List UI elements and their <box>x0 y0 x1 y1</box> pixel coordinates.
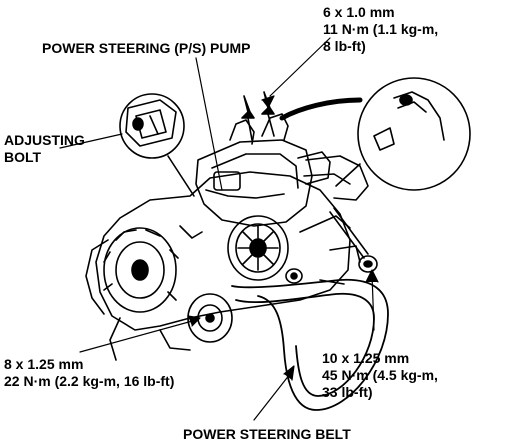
right-bolt <box>329 207 378 273</box>
pump-pulley <box>227 215 289 281</box>
lower-bolt <box>285 268 303 284</box>
inset-fitting <box>335 77 471 191</box>
label-power-steering-pump: POWER STEERING (P/S) PUMP <box>42 40 251 56</box>
inset-adjusting-bolt <box>119 93 195 197</box>
label-bolt-8mm-torque: 8 x 1.25 mm 22 N·m (2.2 kg-m, 16 lb-ft) <box>4 356 175 389</box>
label-power-steering-belt: POWER STEERING BELT <box>183 426 351 442</box>
power-steering-pump <box>195 113 331 227</box>
leader-lines <box>59 37 379 421</box>
label-bolt-6mm-torque: 6 x 1.0 mm 11 N·m (1.1 kg-m, 8 lb-ft) <box>323 4 439 54</box>
lower-frame <box>109 225 203 361</box>
pump-hoses <box>279 97 369 201</box>
alternator <box>103 227 179 313</box>
label-bolt-10mm-torque: 10 x 1.25 mm 45 N·m (4.5 kg-m, 33 lb-ft) <box>322 350 438 400</box>
label-adjusting-bolt: ADJUSTING BOLT <box>4 132 85 165</box>
engine-block <box>85 171 361 331</box>
